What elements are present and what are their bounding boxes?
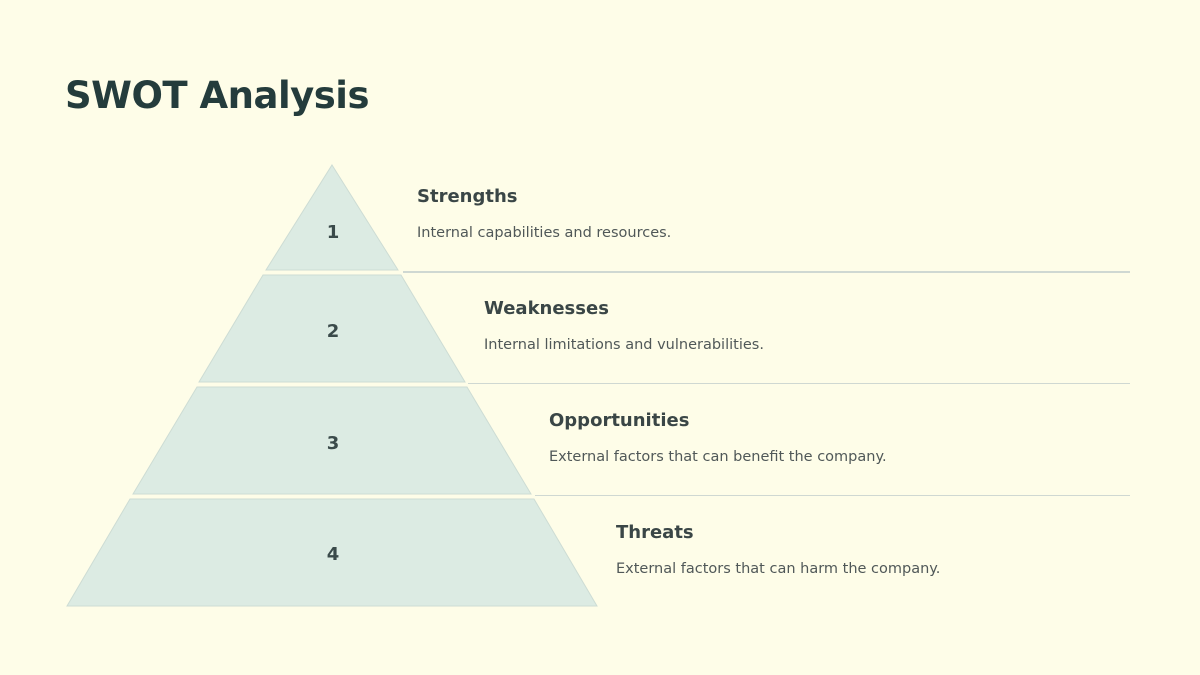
level-heading: Weaknesses xyxy=(484,298,609,319)
pyramid-segment-1 xyxy=(265,164,399,271)
level-heading: Strengths xyxy=(417,186,518,207)
level-number-4: 4 xyxy=(326,544,340,565)
page-title: SWOT Analysis xyxy=(65,74,370,117)
divider-1 xyxy=(403,271,1130,273)
divider-2 xyxy=(468,383,1130,384)
pyramid-segment-2 xyxy=(198,274,466,383)
level-item-weaknesses: Weaknesses Internal limitations and vuln… xyxy=(484,298,764,353)
level-number-3: 3 xyxy=(326,433,340,454)
level-number-2: 2 xyxy=(326,321,340,342)
level-description: Internal capabilities and resources. xyxy=(417,225,672,241)
level-description: External factors that can benefit the co… xyxy=(549,449,887,465)
level-item-strengths: Strengths Internal capabilities and reso… xyxy=(417,186,671,241)
pyramid-segment-3 xyxy=(132,386,532,495)
level-heading: Threats xyxy=(616,522,694,543)
level-item-threats: Threats External factors that can harm t… xyxy=(616,522,940,577)
level-description: Internal limitations and vulnerabilities… xyxy=(484,337,764,353)
level-item-opportunities: Opportunities External factors that can … xyxy=(549,410,887,465)
level-heading: Opportunities xyxy=(549,410,690,431)
level-description: External factors that can harm the compa… xyxy=(616,561,941,577)
level-number-1: 1 xyxy=(326,222,340,243)
divider-3 xyxy=(535,495,1130,496)
pyramid-segment-4 xyxy=(66,498,598,607)
